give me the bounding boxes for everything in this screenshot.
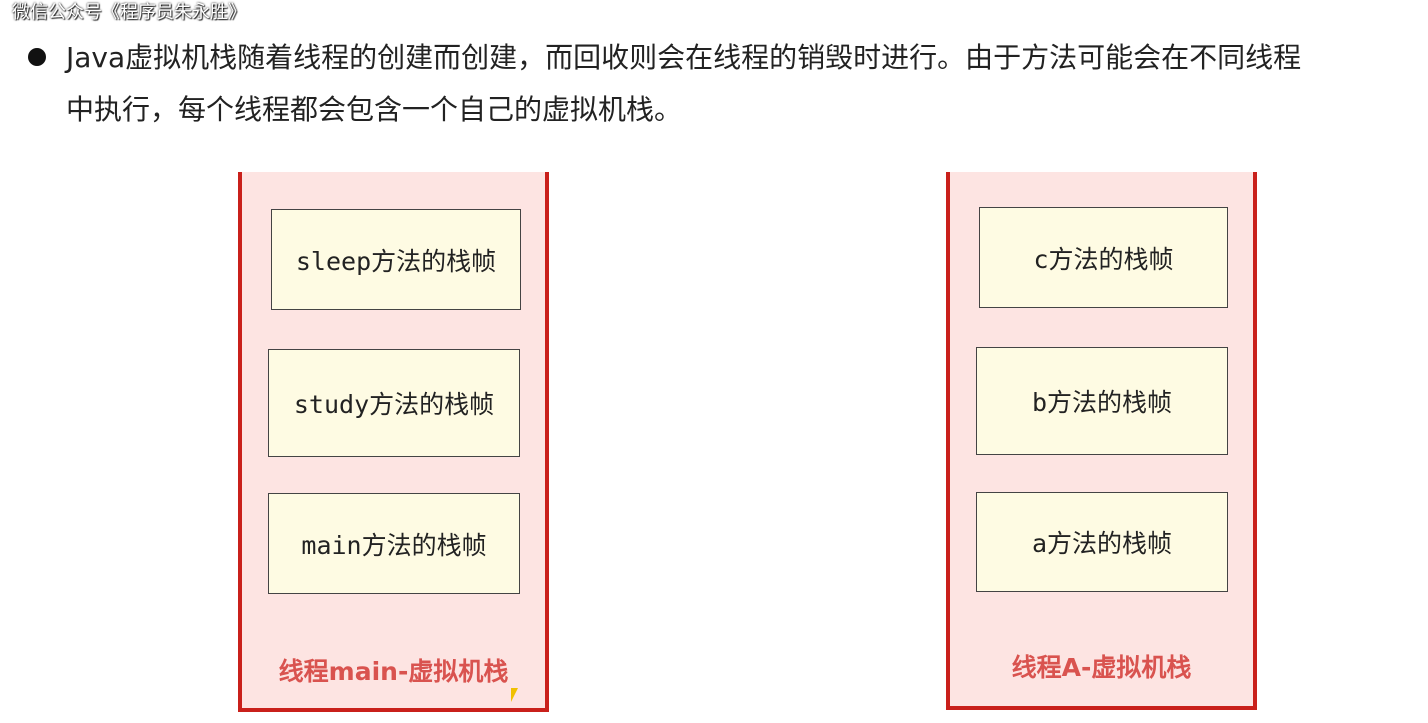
stack-frame: a方法的栈帧: [976, 492, 1228, 592]
stack-frame: study方法的栈帧: [268, 349, 520, 457]
stack-frame: c方法的栈帧: [979, 207, 1228, 308]
main-thread-stack: sleep方法的栈帧 study方法的栈帧 main方法的栈帧 线程main-虚…: [238, 172, 549, 712]
watermark: 微信公众号《程序员朱永胜》: [12, 2, 246, 23]
bullet-icon: [28, 48, 46, 66]
stack-frame: b方法的栈帧: [976, 347, 1228, 455]
description-paragraph: Java虚拟机栈随着线程的创建而创建，而回收则会在线程的销毁时进行。由于方法可能…: [66, 41, 1302, 126]
stack-label: 线程A-虚拟机栈: [1011, 653, 1192, 682]
stack-frame: sleep方法的栈帧: [271, 209, 521, 310]
stack-label: 线程main-虚拟机栈: [278, 657, 509, 686]
stack-frame: main方法的栈帧: [268, 493, 520, 594]
thread-a-stack: c方法的栈帧 b方法的栈帧 a方法的栈帧 线程A-虚拟机栈: [946, 172, 1257, 710]
mouse-cursor-icon: [511, 688, 518, 702]
